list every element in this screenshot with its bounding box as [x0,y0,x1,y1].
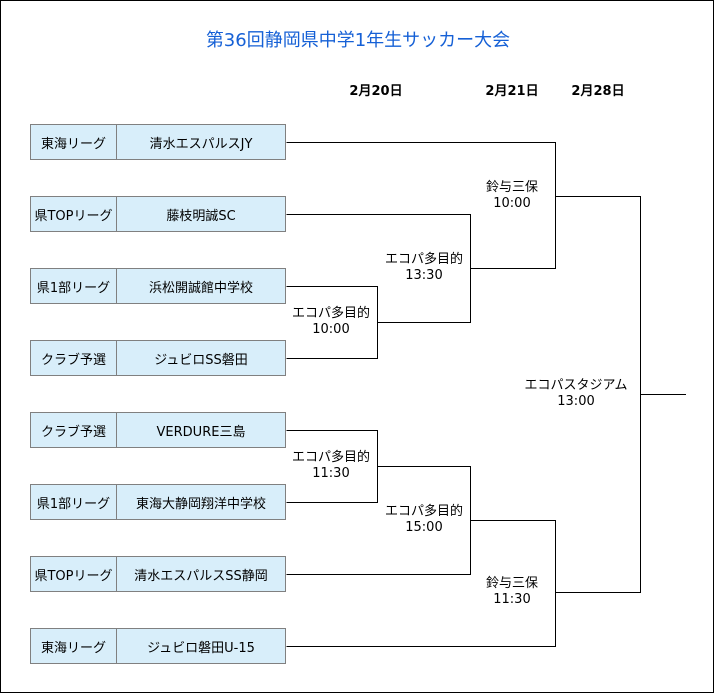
venue-label: 鈴与三保 [485,576,539,591]
team-name: ジュビロ磐田U-15 [147,640,255,656]
team-name: VERDURE三島 [156,424,246,440]
page-title: 第36回静岡県中学1年生サッカー大会 [205,30,511,51]
match-time: 10:00 [312,322,350,337]
bracket-line-sfb [286,520,556,647]
match-time: 15:00 [405,520,443,535]
team-row: 県TOPリーグ 清水エスパルスSS静岡 [30,556,286,592]
match-r1a: エコパ多目的 10:00 [292,306,370,338]
team-league: 東海リーグ [31,125,117,159]
venue-label: エコパ多目的 [291,450,371,465]
team-row: 東海リーグ 清水エスパルスJY [30,124,286,160]
team-name: ジュビロSS磐田 [154,352,248,368]
team-row: クラブ予選 ジュビロSS磐田 [30,340,286,376]
team-name: 清水エスパルスJY [149,136,253,152]
date-round-2: 2月21日 [485,84,539,99]
date-round-3: 2月28日 [571,84,625,99]
venue-label: 鈴与三保 [485,180,539,195]
match-r2b: エコパ多目的 15:00 [385,504,463,536]
match-time: 13:00 [557,394,595,409]
team-name: 清水エスパルスSS静岡 [134,568,268,584]
match-sfa: 鈴与三保 10:00 [486,180,538,212]
match-final: エコパスタジアム 13:00 [524,378,627,410]
team-league: 東海リーグ [31,629,117,663]
team-name: 東海大静岡翔洋中学校 [135,496,266,512]
team-name: 藤枝明誠SC [166,208,236,224]
team-row: 県1部リーグ 東海大静岡翔洋中学校 [30,484,286,520]
date-round-1: 2月20日 [349,84,403,99]
team-league: 県1部リーグ [31,269,117,303]
team-league: クラブ予選 [31,341,117,375]
match-r1b: エコパ多目的 11:30 [292,450,370,482]
venue-label: エコパ多目的 [384,252,464,267]
team-row: クラブ予選 VERDURE三島 [30,412,286,448]
team-league: 県TOPリーグ [31,557,117,591]
venue-label: エコパスタジアム [524,378,628,393]
team-row: 東海リーグ ジュビロ磐田U-15 [30,628,286,664]
match-r2a: エコパ多目的 13:30 [385,252,463,284]
bracket-line-sfa [286,142,556,269]
match-time: 11:30 [312,466,350,481]
team-league: クラブ予選 [31,413,117,447]
team-name: 浜松開誠館中学校 [148,280,253,296]
venue-label: エコパ多目的 [384,504,464,519]
match-time: 10:00 [493,196,531,211]
team-row: 県1部リーグ 浜松開誠館中学校 [30,268,286,304]
match-sfb: 鈴与三保 11:30 [486,576,538,608]
team-league: 県TOPリーグ [31,197,117,231]
match-time: 11:30 [493,592,531,607]
match-time: 13:30 [405,268,443,283]
team-row: 県TOPリーグ 藤枝明誠SC [30,196,286,232]
venue-label: エコパ多目的 [291,306,371,321]
team-league: 県1部リーグ [31,485,117,519]
